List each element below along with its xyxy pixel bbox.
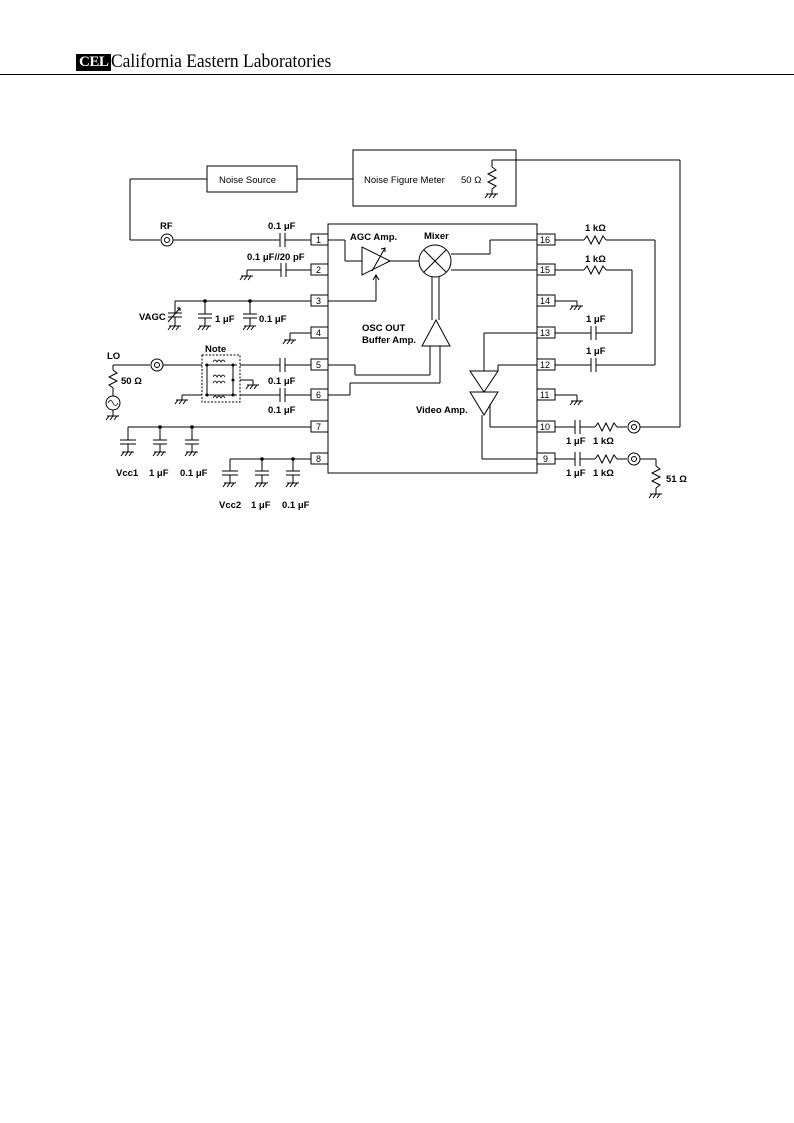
osc-buffer-amp-triangle xyxy=(421,318,451,347)
mixer-symbol xyxy=(418,244,452,278)
agc-amp-triangle xyxy=(361,246,392,276)
header-rule xyxy=(0,74,794,75)
video-amp-label: Video Amp. xyxy=(416,405,468,416)
vcc2-label: Vcc2 xyxy=(219,500,241,511)
video-amp-triangle-2 xyxy=(469,391,499,416)
lo-impedance-label: 50 Ω xyxy=(121,376,142,387)
ic-body xyxy=(327,223,538,474)
c12-label: 1 μF xyxy=(586,346,606,357)
pin-number: 14 xyxy=(540,296,550,306)
rf-port-label: RF xyxy=(160,221,173,232)
noise-source-label: Noise Source xyxy=(219,175,276,186)
pin-number: 4 xyxy=(316,328,321,338)
pin2-cap-label: 0.1 μF//20 pF xyxy=(247,252,305,263)
output-load-label: 51 Ω xyxy=(666,474,687,485)
c10-label: 1 μF xyxy=(566,436,586,447)
pin-number: 12 xyxy=(540,360,550,370)
noise-figure-meter-label: Noise Figure Meter xyxy=(364,175,445,186)
cel-logo: CEL xyxy=(76,54,112,71)
vagc-cap2-label: 0.1 μF xyxy=(259,314,287,325)
c9-label: 1 μF xyxy=(566,468,586,479)
note-label: Note xyxy=(205,344,226,355)
note-balun-box xyxy=(201,354,241,403)
vcc1-cap2-label: 0.1 μF xyxy=(180,468,208,479)
pin-number: 11 xyxy=(540,390,549,400)
pin-number: 2 xyxy=(316,265,321,275)
pin5-cap-label: 0.1 μF xyxy=(268,376,296,387)
pin-number: 10 xyxy=(540,422,550,432)
vagc-cap1-label: 1 μF xyxy=(215,314,235,325)
pin-number: 1 xyxy=(316,235,321,245)
video-amp-triangle-1 xyxy=(469,370,499,393)
pin6-cap-label: 0.1 μF xyxy=(268,405,296,416)
osc-out-label: OSC OUT xyxy=(362,323,405,334)
company-name: California Eastern Laboratories xyxy=(111,51,332,72)
pin-number: 9 xyxy=(543,454,548,464)
pin-number: 7 xyxy=(316,422,321,432)
vcc1-cap1-label: 1 μF xyxy=(149,468,169,479)
page-header: CEL California Eastern Laboratories xyxy=(0,0,794,80)
pin-number: 13 xyxy=(540,328,550,338)
pin-number: 6 xyxy=(316,390,321,400)
buffer-amp-label: Buffer Amp. xyxy=(362,335,416,346)
nfm-impedance-label: 50 Ω xyxy=(461,175,481,186)
agc-amp-label: AGC Amp. xyxy=(350,232,397,243)
vcc2-cap2-label: 0.1 μF xyxy=(282,500,310,511)
pin-number: 3 xyxy=(316,296,321,306)
noise-figure-meter-box xyxy=(352,149,517,207)
r10-label: 1 kΩ xyxy=(593,436,614,447)
vcc1-label: Vcc1 xyxy=(116,468,139,479)
r15-label: 1 kΩ xyxy=(585,254,606,265)
vcc2-cap1-label: 1 μF xyxy=(251,500,271,511)
lo-port-label: LO xyxy=(107,351,120,362)
pin-number: 8 xyxy=(316,454,321,464)
pin1-cap-label: 0.1 μF xyxy=(268,221,296,232)
pin-number: 15 xyxy=(540,265,550,275)
pin-number: 5 xyxy=(316,360,321,370)
mixer-label: Mixer xyxy=(424,231,449,242)
vagc-label: VAGC xyxy=(139,312,166,323)
r9-label: 1 kΩ xyxy=(593,468,614,479)
pin-number: 16 xyxy=(540,235,550,245)
r16-label: 1 kΩ xyxy=(585,223,606,234)
c13-label: 1 μF xyxy=(586,314,606,325)
